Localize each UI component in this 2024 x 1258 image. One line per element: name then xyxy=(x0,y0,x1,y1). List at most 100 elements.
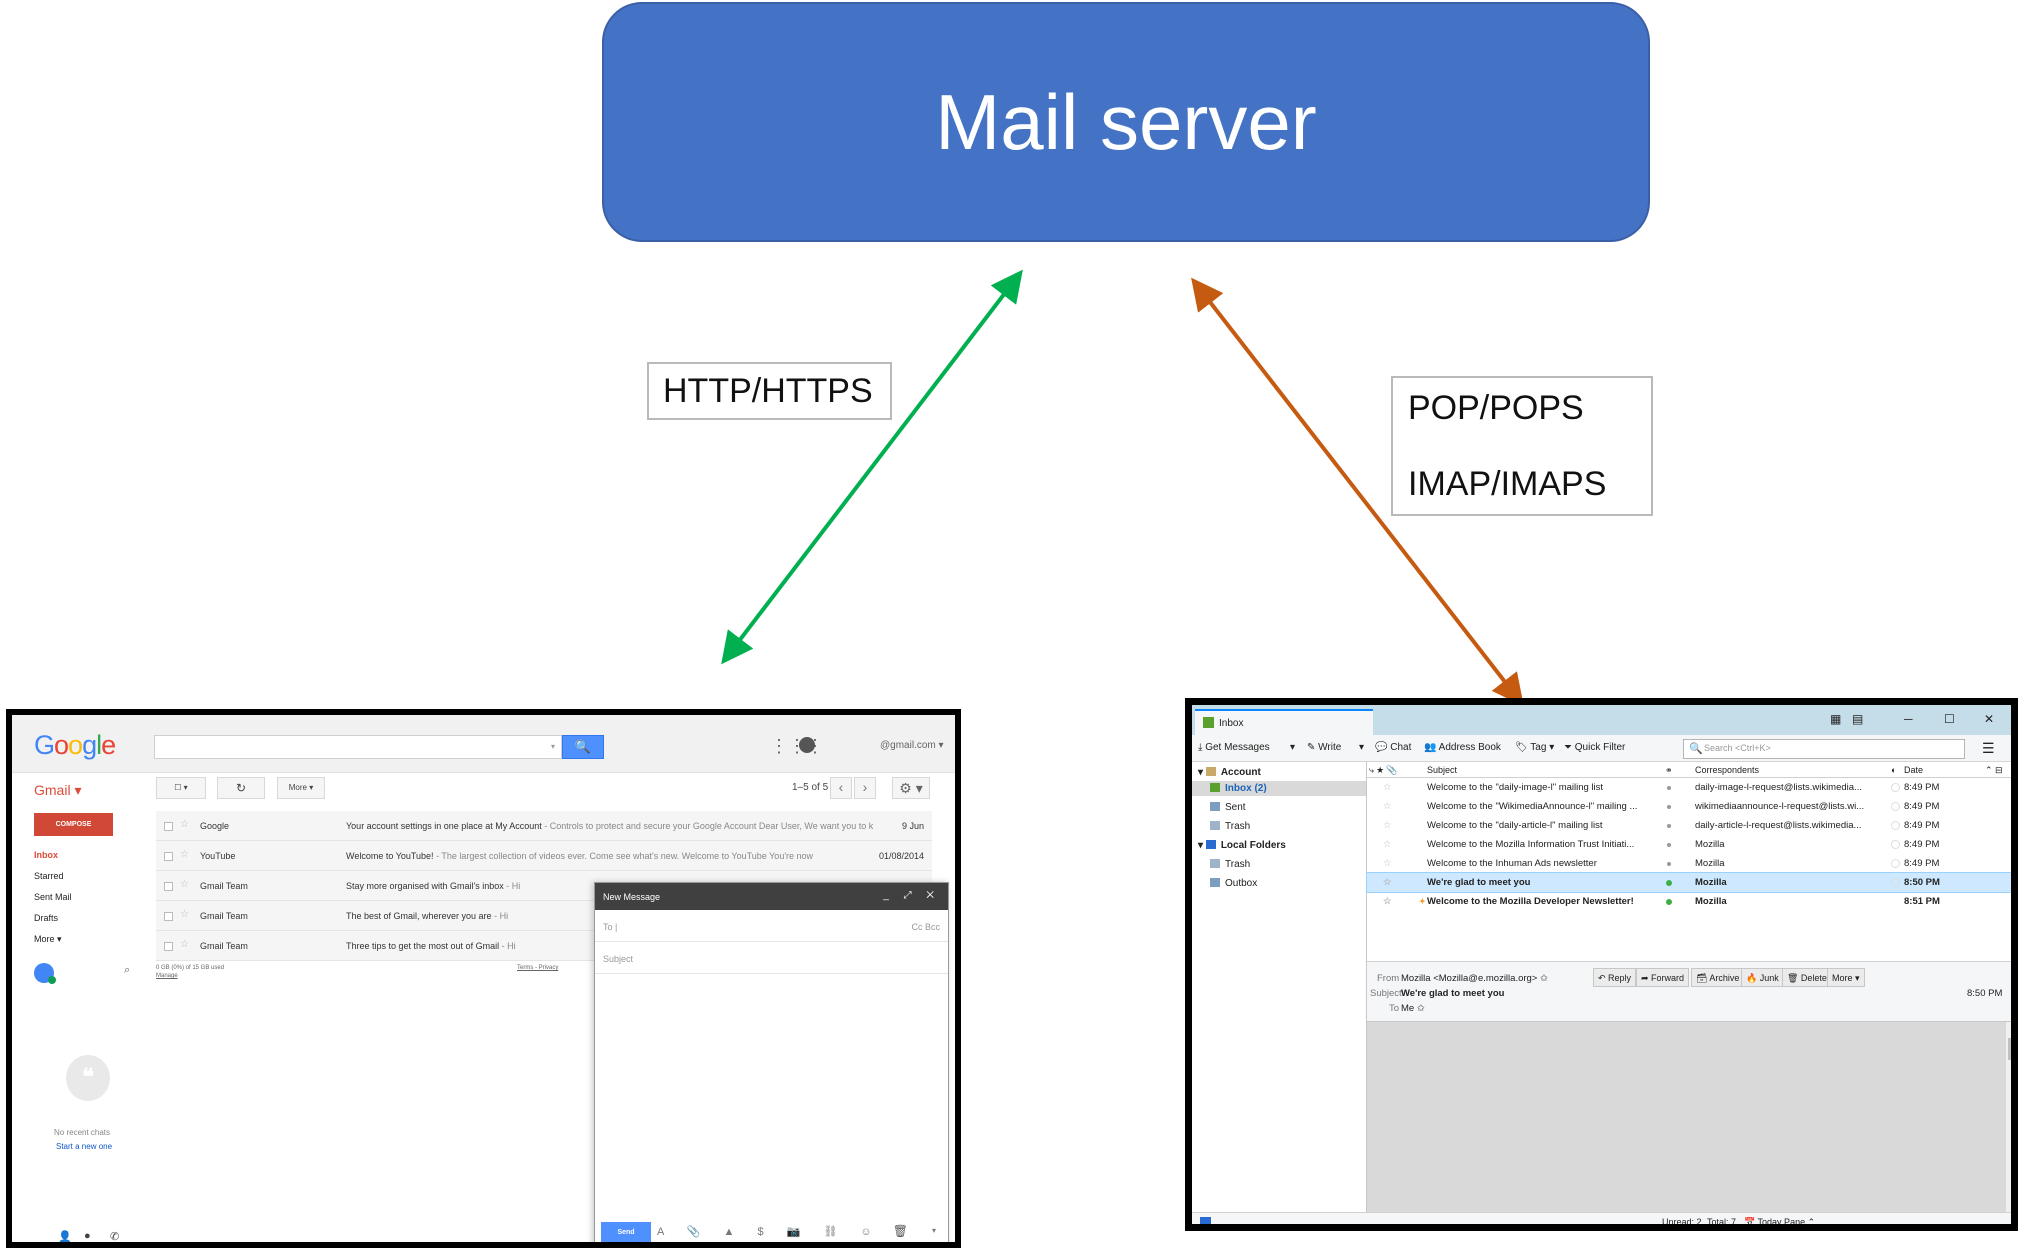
star-icon[interactable]: ☆ xyxy=(180,849,189,860)
message-row[interactable]: ☆Welcome to the "WikimediaAnnounce-l" ma… xyxy=(1367,797,2011,816)
read-status-icon[interactable] xyxy=(1667,862,1671,866)
message-row[interactable]: ☆Welcome to the "daily-image-l" mailing … xyxy=(1367,778,2011,797)
row-checkbox[interactable] xyxy=(164,882,173,891)
row-checkbox[interactable] xyxy=(164,852,173,861)
next-page-icon[interactable]: › xyxy=(854,777,876,799)
sidebar-item-drafts[interactable]: Drafts xyxy=(34,913,59,923)
get-messages-dropdown[interactable]: ▾ xyxy=(1290,742,1296,753)
star-icon[interactable]: ☆ xyxy=(1383,858,1392,869)
select-all-checkbox[interactable]: ☐ ▾ xyxy=(156,777,206,799)
folder-account[interactable]: ▾ Account xyxy=(1198,767,1261,778)
star-icon[interactable]: ☆ xyxy=(180,819,189,830)
more-button[interactable]: More ▾ xyxy=(1827,968,1865,987)
folder-local-trash[interactable]: Trash xyxy=(1210,859,1250,870)
gmail-search-input[interactable]: ▾ xyxy=(154,735,562,759)
read-status-icon[interactable] xyxy=(1667,786,1671,790)
email-row[interactable]: ☆ YouTube Welcome to YouTube! - The larg… xyxy=(156,841,932,871)
read-status-icon[interactable] xyxy=(1667,824,1671,828)
sidebar-item-inbox[interactable]: Inbox xyxy=(34,850,58,860)
search-options-icon[interactable]: ▾ xyxy=(550,742,555,751)
gear-icon[interactable]: ⚙ ▾ xyxy=(892,777,930,799)
unread-status-icon[interactable] xyxy=(1666,880,1672,886)
from-value[interactable]: Mozilla <Mozilla@e.mozilla.org> ✩ xyxy=(1401,973,1548,984)
forward-button[interactable]: ➦ Forward xyxy=(1636,968,1690,987)
folder-local-folders[interactable]: ▾ Local Folders xyxy=(1198,840,1286,851)
archive-button[interactable]: 🗃 Archive xyxy=(1691,968,1745,987)
folder-outbox[interactable]: Outbox xyxy=(1210,878,1257,889)
more-actions-button[interactable]: More ▾ xyxy=(277,777,325,799)
message-row[interactable]: ☆✦Welcome to the Mozilla Developer Newsl… xyxy=(1367,892,2011,911)
write-button[interactable]: ✎ Write xyxy=(1307,742,1342,753)
maximize-icon[interactable]: ☐ xyxy=(1944,712,1955,726)
close-icon[interactable]: ✕ xyxy=(1984,712,1995,726)
message-row[interactable]: ☆Welcome to the Mozilla Information Trus… xyxy=(1367,835,2011,854)
subject-field[interactable]: Subject xyxy=(595,942,948,974)
chat-search-icon[interactable]: ⌕ xyxy=(124,964,131,976)
date-sort-icon[interactable]: ◐ xyxy=(1891,765,1897,775)
discard-draft-icon[interactable]: 🗑 xyxy=(892,1224,908,1238)
tab-inbox[interactable]: Inbox xyxy=(1195,709,1373,736)
hangouts-icon[interactable]: ● xyxy=(84,1230,91,1242)
search-icon[interactable]: 🔍 xyxy=(562,735,604,759)
chat-button[interactable]: 💬 Chat xyxy=(1375,742,1412,753)
hamburger-menu-icon[interactable]: ☰ xyxy=(1982,740,1995,756)
column-picker-icon[interactable]: ⌃ ⊟ xyxy=(1985,765,2003,775)
manage-storage-link[interactable]: Manage xyxy=(156,973,178,979)
write-dropdown[interactable]: ▾ xyxy=(1359,742,1365,753)
sidebar-item-more[interactable]: More ▾ xyxy=(34,934,62,944)
star-icon[interactable]: ☆ xyxy=(1383,896,1392,907)
minimize-icon[interactable]: ─ xyxy=(1904,712,1913,726)
sidebar-item-starred[interactable]: Starred xyxy=(34,871,64,881)
more-options-icon[interactable]: ▾ xyxy=(931,1226,936,1235)
row-checkbox[interactable] xyxy=(164,822,173,831)
to-value[interactable]: Me ✩ xyxy=(1401,1003,1425,1014)
terms-privacy-link[interactable]: Terms - Privacy xyxy=(517,965,559,971)
email-row[interactable]: ☆ Google Your account settings in one pl… xyxy=(156,811,932,841)
address-book-button[interactable]: 👥 Address Book xyxy=(1424,742,1501,753)
notifications-icon[interactable] xyxy=(799,737,815,753)
compose-button[interactable]: COMPOSE xyxy=(34,813,113,836)
search-input[interactable]: 🔍 Search <Ctrl+K> xyxy=(1683,739,1965,759)
get-messages-button[interactable]: ⤓ Get Messages xyxy=(1198,742,1270,753)
cc-bcc-link[interactable]: Cc Bcc xyxy=(911,922,940,932)
reply-button[interactable]: ↶ Reply xyxy=(1593,968,1637,987)
phone-icon[interactable]: ✆ xyxy=(110,1231,120,1243)
delete-button[interactable]: 🗑 Delete xyxy=(1782,968,1832,987)
refresh-icon[interactable]: ↻ xyxy=(217,777,265,799)
star-icon[interactable]: ☆ xyxy=(1383,782,1392,793)
today-pane-toggle[interactable]: 📅 Today Pane ⌃ xyxy=(1744,1217,1816,1227)
folder-sent[interactable]: Sent xyxy=(1210,802,1246,813)
activity-icon[interactable] xyxy=(1200,1217,1211,1224)
folder-trash[interactable]: Trash xyxy=(1210,821,1250,832)
scrollbar-thumb[interactable] xyxy=(2008,1038,2011,1060)
star-icon[interactable]: ☆ xyxy=(180,909,189,920)
folder-inbox[interactable]: Inbox (2) xyxy=(1192,781,1366,796)
correspondents-column-header[interactable]: Correspondents xyxy=(1695,765,1760,775)
row-checkbox[interactable] xyxy=(164,912,173,921)
tasks-icon[interactable]: ▤ xyxy=(1852,712,1864,726)
row-checkbox[interactable] xyxy=(164,942,173,951)
sidebar-item-sent-mail[interactable]: Sent Mail xyxy=(34,892,72,902)
formatting-tools-icon[interactable]: A 📎 ▲ $ 📷 ⛓ ☺ xyxy=(657,1226,882,1238)
prev-page-icon[interactable]: ‹ xyxy=(830,777,852,799)
star-icon[interactable]: ☆ xyxy=(1383,801,1392,812)
start-new-chat-link[interactable]: Start a new one xyxy=(56,1142,113,1151)
star-icon[interactable]: ☆ xyxy=(1383,820,1392,831)
star-icon[interactable]: ☆ xyxy=(1383,839,1392,850)
unread-status-icon[interactable] xyxy=(1666,899,1672,905)
send-button[interactable]: Send xyxy=(601,1222,651,1242)
read-status-icon[interactable] xyxy=(1667,805,1671,809)
account-menu[interactable]: @gmail.com ▾ xyxy=(880,740,944,751)
message-row[interactable]: ☆Welcome to the "daily-article-l" mailin… xyxy=(1367,816,2011,835)
star-icon[interactable]: ☆ xyxy=(1383,877,1392,888)
star-icon[interactable]: ☆ xyxy=(180,879,189,890)
apps-grid-icon[interactable]: ⋮⋮⋮ xyxy=(770,736,824,756)
thread-star-attach-columns[interactable]: ⤷ ★ 📎 xyxy=(1369,765,1398,775)
date-column-header[interactable]: Date xyxy=(1904,765,1924,775)
star-icon[interactable]: ☆ xyxy=(180,939,189,950)
calendar-icon[interactable]: ▦ xyxy=(1830,712,1842,726)
junk-button[interactable]: 🔥 Junk xyxy=(1741,968,1784,987)
contacts-icon[interactable]: 👤 xyxy=(58,1231,72,1243)
